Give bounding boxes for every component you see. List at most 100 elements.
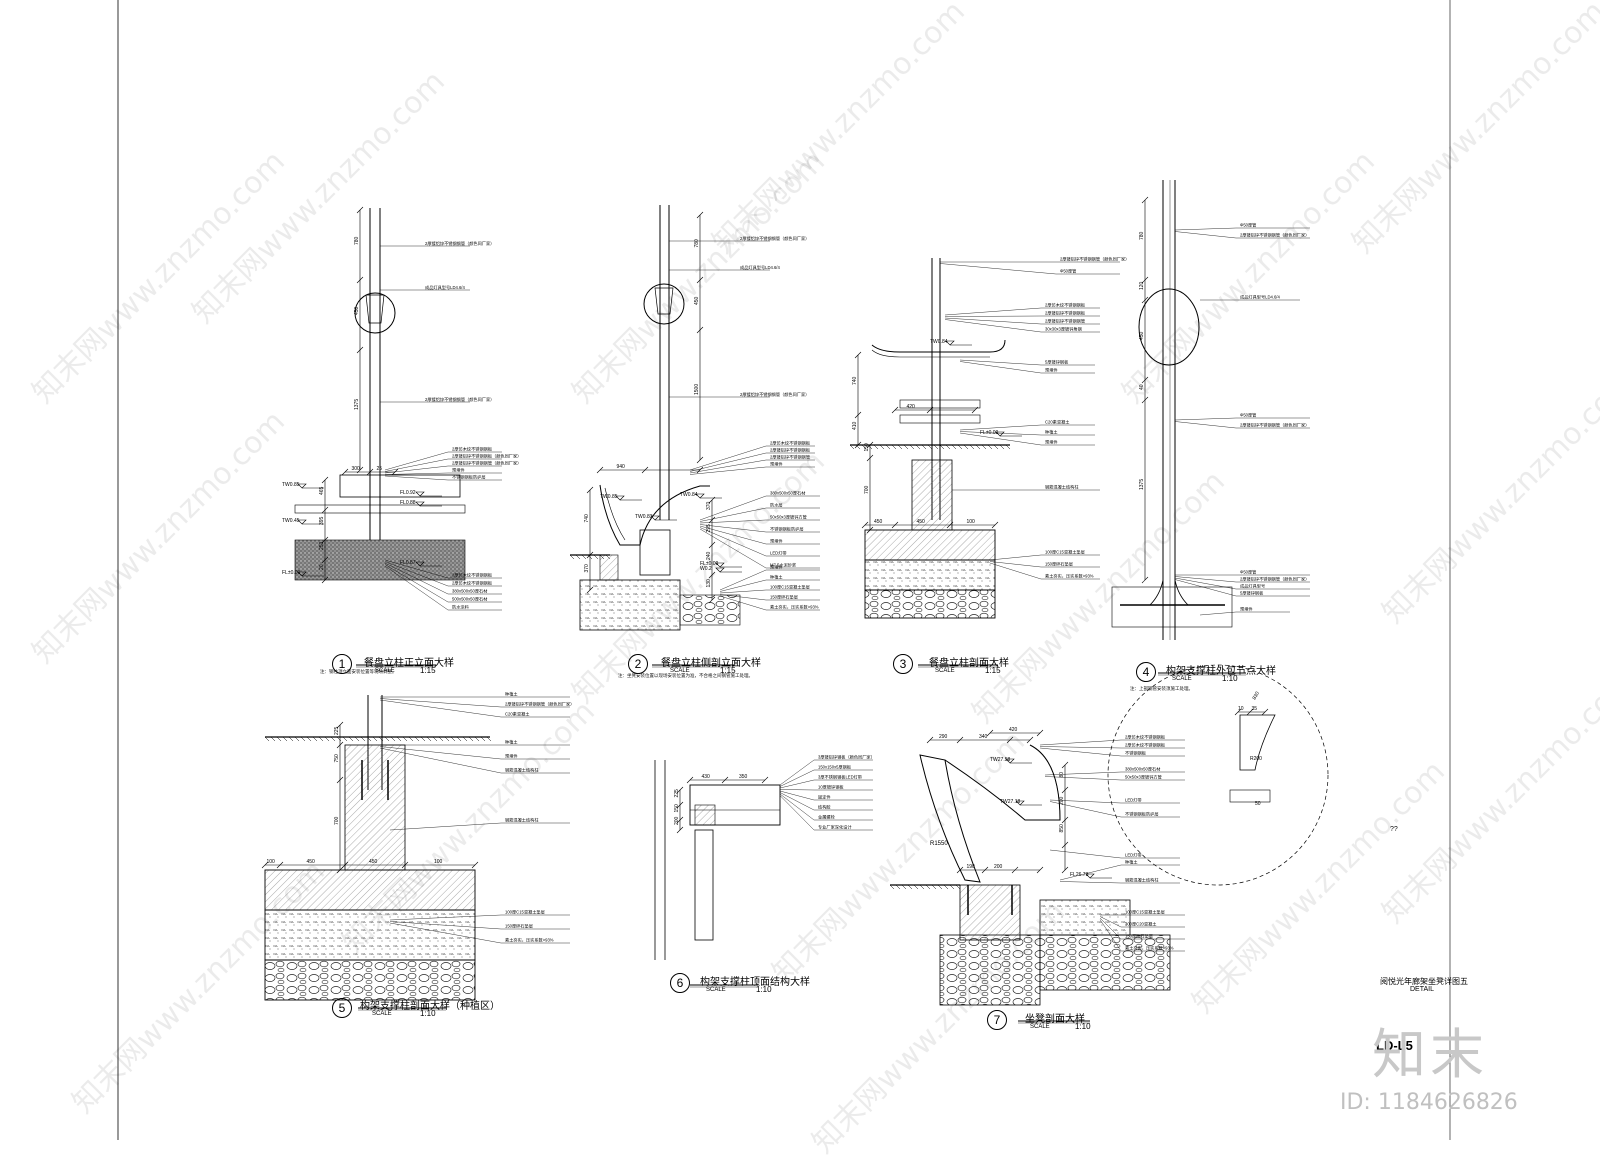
dimension-text: 780 (1139, 231, 1145, 240)
ground-hatch (919, 884, 925, 890)
leader-line (1099, 917, 1122, 940)
ground-hatch (486, 736, 492, 742)
ground-hatch (390, 736, 396, 742)
dimension-text: 395 (319, 516, 325, 525)
callout-text: 钢筋混凝土结构柱 (1045, 484, 1079, 491)
dimension-tick (641, 466, 649, 474)
dimension-tick (676, 801, 684, 809)
gravel-layer (1039, 934, 1171, 991)
gravel-layer (939, 934, 1041, 1006)
level-marker (415, 491, 425, 497)
level-text: TW0.84 (680, 492, 698, 498)
dimension-tick (1234, 708, 1242, 716)
inset-base (1229, 789, 1271, 803)
bench-back (919, 754, 981, 883)
ground-hatch (480, 736, 486, 742)
ground-hatch (288, 736, 294, 742)
leader-line (779, 789, 815, 791)
ground-hatch (955, 884, 961, 890)
callout-text: 预埋件 (770, 538, 783, 545)
dimension-text: 100 (967, 519, 976, 525)
leader-line (1049, 801, 1122, 818)
leader-line (719, 569, 767, 591)
ground-hatch (925, 884, 931, 890)
dimension-tick (1141, 296, 1149, 304)
ground-hatch (324, 736, 330, 742)
dimension-tick (696, 466, 704, 474)
gravel-layer (864, 589, 996, 619)
dimension-tick (471, 861, 479, 869)
lamp-body (365, 294, 385, 324)
level-marker (995, 431, 1005, 437)
dimension-tick (1141, 576, 1149, 584)
leader-line (719, 594, 767, 601)
lamp-body (654, 287, 674, 315)
dimension-text: 100 (267, 859, 276, 865)
leader-line (959, 432, 1042, 446)
ground-hatch (937, 884, 943, 890)
leader-line (1039, 739, 1122, 746)
level-marker (1005, 758, 1015, 764)
level-text: FL0.88 (400, 500, 416, 506)
dimension-text: 450 (917, 519, 926, 525)
dimension-tick (696, 276, 704, 284)
callout-text: 150厚碎石垫层 (505, 923, 533, 930)
callout-text: 150厚碎石垫层 (770, 594, 798, 601)
dimension-tick (1141, 276, 1149, 284)
dimension-tick (891, 521, 899, 529)
level-marker (297, 519, 307, 525)
scale-ratio: 1:15 (420, 666, 436, 675)
ground-hatch (306, 736, 312, 742)
callout-text: 2厚镀铝锌不锈钢钢管 (1045, 318, 1085, 325)
dimension-text: 450 (694, 296, 700, 305)
callout-text: 2厚仿木纹不锈钢钢板 (452, 572, 493, 579)
ground-hatch (951, 444, 957, 450)
concrete-bed (264, 909, 476, 961)
steel-plate (694, 804, 716, 826)
leader-line (384, 465, 449, 474)
leader-line (1174, 577, 1237, 590)
callout-text: 30x30x3厚镀锌角钢 (1045, 326, 1082, 333)
leader-line (1044, 771, 1122, 776)
ground-hatch (438, 736, 444, 742)
callout-text: 不锈钢钢板 (1125, 750, 1147, 757)
dimension-text: 740 (584, 514, 590, 523)
detail-title: 构架支撑柱外包节点大样 (1166, 666, 1276, 677)
level-marker (415, 501, 425, 507)
dimension-tick (366, 468, 374, 476)
pier (911, 459, 953, 531)
dimension-text: 410 (852, 421, 858, 430)
callout-text: 种植土 (505, 691, 518, 698)
ground-hatch (474, 736, 480, 742)
level-text: TW27.58 (990, 757, 1011, 763)
ground-hatch (927, 444, 933, 450)
leader-line (389, 922, 502, 944)
detail-number: 1 (332, 654, 352, 674)
level-text: W0.2 (700, 566, 712, 572)
callout-text: 固定件 (818, 794, 831, 801)
gravel-layer (679, 594, 741, 626)
leader-line (384, 562, 449, 595)
dimension-text: 80 (1059, 772, 1065, 778)
callout-text: 成品灯具型号LD4.6/4 (740, 264, 780, 271)
dimension-tick (986, 729, 994, 737)
leader-line (944, 317, 1042, 325)
dimension-text: 700 (334, 816, 340, 825)
stiffener (1149, 579, 1189, 606)
callout-text: 380x500x50厚石材 (452, 588, 487, 595)
ground-hatch (957, 444, 963, 450)
dimension-text: 250 (319, 541, 325, 550)
ground-hatch (276, 736, 282, 742)
dimension-text: 465 (319, 486, 325, 495)
ground-hatch (264, 736, 270, 742)
dimension-text: 240 (706, 551, 712, 560)
callout-text: 预埋件 (770, 461, 783, 468)
callout-text: 5厚镀锌钢板 (1045, 359, 1069, 366)
leader-line (1199, 611, 1237, 616)
rail (899, 414, 981, 424)
dimension-text: 25 (377, 466, 383, 472)
ground-hatch (907, 884, 913, 890)
dimension-tick (696, 326, 704, 334)
callout-text: 2厚仿木纹不锈钢钢板 (1125, 742, 1166, 749)
scale-label: SCALE (1172, 676, 1192, 682)
